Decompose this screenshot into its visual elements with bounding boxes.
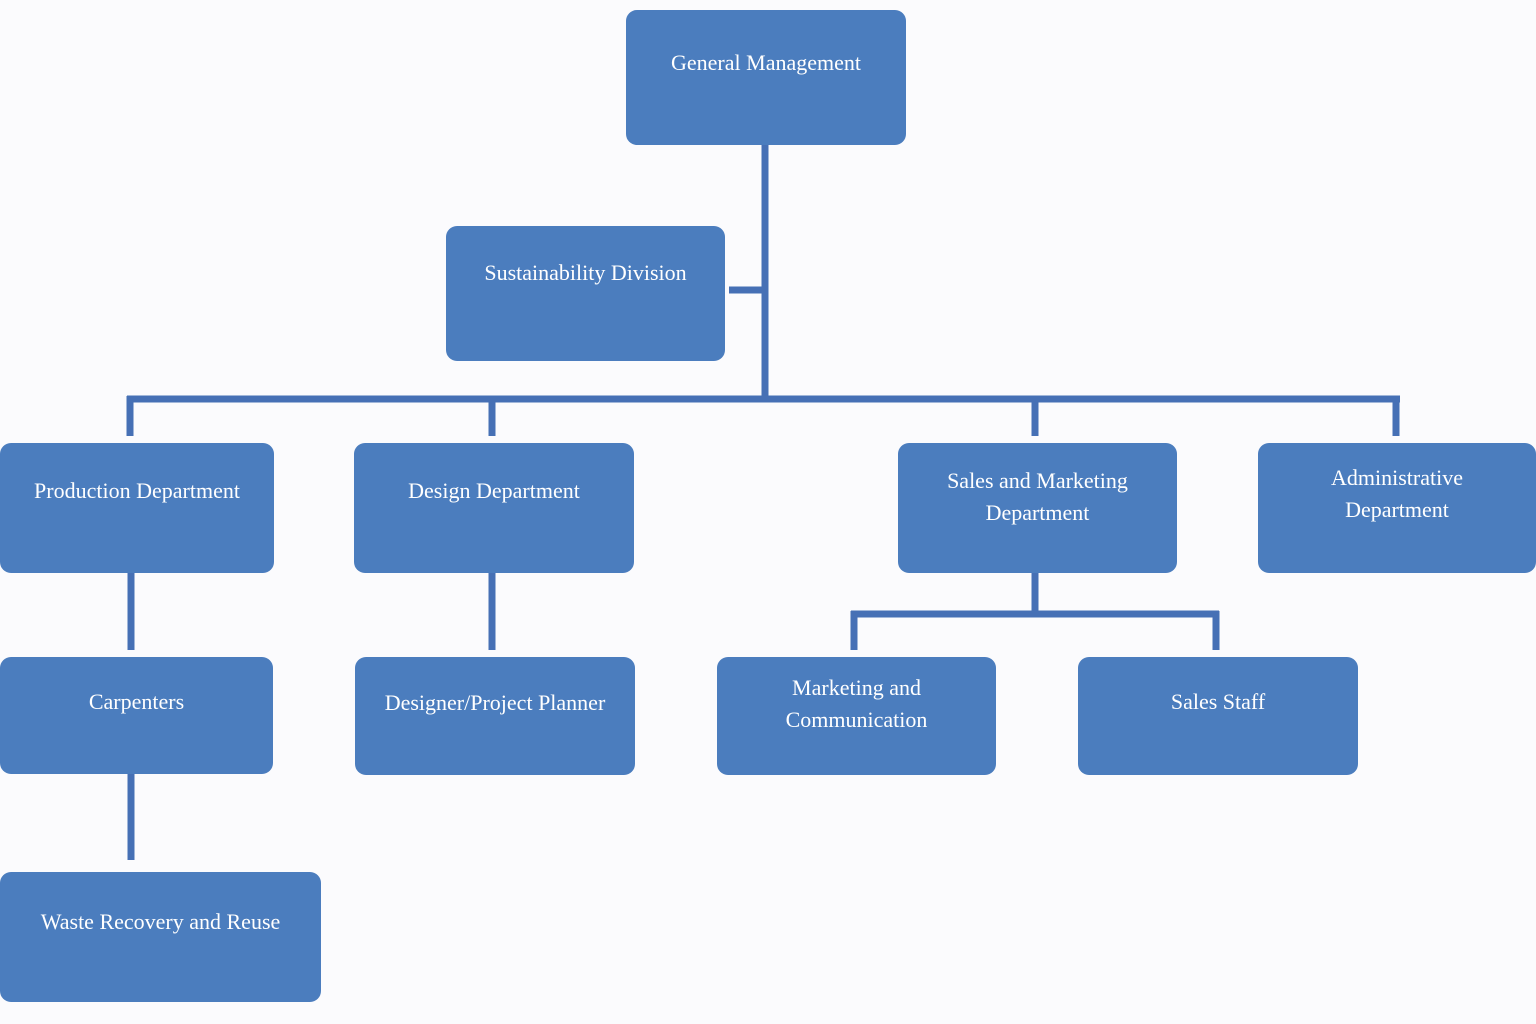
node-label: Waste Recovery and Reuse (40, 909, 281, 934)
node-label: Designer/Project Planner (384, 690, 606, 715)
node-waste-recovery-reuse: Waste Recovery and Reuse (0, 872, 321, 1002)
node-label-line1: Administrative (1331, 465, 1463, 490)
node-label-line1: Sales and Marketing (947, 468, 1128, 493)
node-general-management: General Management (626, 10, 906, 145)
node-label: Production Department (34, 478, 240, 503)
node-design-department: Design Department (354, 443, 634, 573)
node-marketing-communication: Marketing and Communication (717, 657, 996, 775)
node-administrative-department: Administrative Department (1258, 443, 1536, 573)
node-sales-marketing-department: Sales and Marketing Department (898, 443, 1177, 573)
node-label: Carpenters (88, 689, 185, 714)
node-label: Sustainability Division (484, 260, 687, 285)
node-label-line2: Department (985, 500, 1090, 525)
node-label-line2: Communication (785, 707, 928, 732)
node-label: General Management (671, 50, 861, 75)
node-production-department: Production Department (0, 443, 274, 573)
node-label: Sales Staff (1170, 689, 1266, 714)
node-designer-project-planner: Designer/Project Planner (355, 657, 635, 775)
node-label-line2: Department (1345, 497, 1449, 522)
node-label-line1: Marketing and (792, 675, 921, 700)
node-carpenters: Carpenters (0, 657, 273, 774)
node-label: Design Department (408, 478, 580, 503)
node-sustainability-division: Sustainability Division (446, 226, 725, 361)
node-sales-staff: Sales Staff (1078, 657, 1358, 775)
